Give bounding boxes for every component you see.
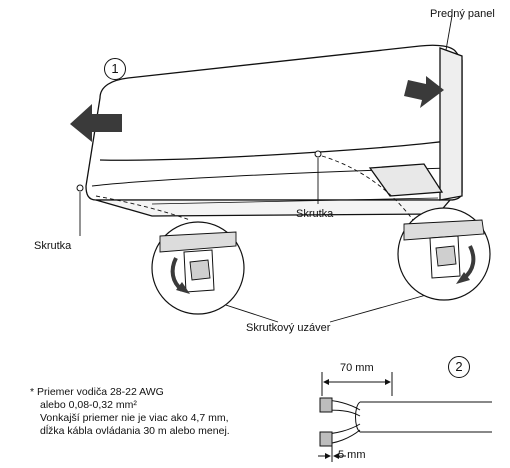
detail-right xyxy=(397,207,491,301)
screw-center-label: Skrutka xyxy=(296,208,334,220)
note-line-3: Vonkajší priemer nie je viac ako 4,7 mm, xyxy=(40,412,229,424)
indoor-unit xyxy=(85,44,463,217)
screw-left-label: Skrutka xyxy=(34,240,72,252)
screw-cap-label: Skrutkový uzáver xyxy=(246,322,331,334)
note-line-1: * Priemer vodiča 28-22 AWG xyxy=(30,386,164,398)
dimension-70mm: 70 mm xyxy=(340,362,374,374)
step-2-badge: 2 xyxy=(448,356,470,378)
note-line-4: dĺžka kábla ovládania 30 m alebo menej. xyxy=(40,425,230,437)
cable-diagram xyxy=(318,372,492,462)
step-1-badge: 1 xyxy=(104,58,126,80)
note-line-2: alebo 0,08-0,32 mm² xyxy=(40,399,137,411)
dimension-5mm: 5 mm xyxy=(338,449,366,461)
pull-arrow-right xyxy=(404,76,444,108)
pull-arrow-left xyxy=(70,104,122,142)
detail-left xyxy=(151,221,245,315)
screw-left-icon xyxy=(76,184,84,192)
screw-center-icon xyxy=(314,150,322,158)
wire-spec-note: * Priemer vodiča 28-22 AWG alebo 0,08-0,… xyxy=(30,386,230,438)
front-panel-label: Predný panel xyxy=(430,8,495,20)
